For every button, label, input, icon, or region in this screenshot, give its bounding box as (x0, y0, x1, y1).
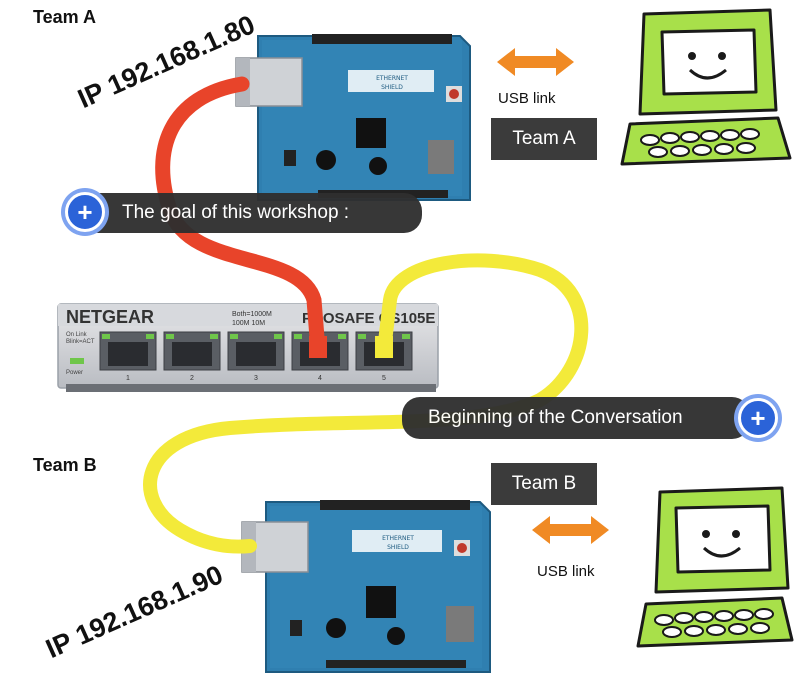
computer-icon (636, 486, 794, 648)
svg-text:ETHERNET: ETHERNET (376, 75, 408, 82)
svg-text:1: 1 (126, 375, 130, 382)
hotspot-goal[interactable]: The goal of this workshop : (80, 193, 422, 233)
svg-text:5: 5 (382, 375, 386, 382)
team-b-tag: Team B (491, 463, 597, 505)
double-arrow-icon (497, 48, 574, 76)
svg-text:100M 10M: 100M 10M (232, 320, 265, 327)
arduino-shield-b: ETHERNET SHIELD (241, 500, 491, 673)
svg-text:2: 2 (190, 375, 194, 382)
usb-link-label-b: USB link (537, 563, 595, 580)
svg-text:Blink=ACT: Blink=ACT (66, 339, 95, 345)
team-a-tag: Team A (491, 118, 597, 160)
svg-text:On Link: On Link (66, 332, 88, 338)
arduino-shield-a: ETHERNET SHIELD (235, 34, 471, 201)
svg-text:NETGEAR: NETGEAR (66, 307, 154, 327)
svg-text:SHIELD: SHIELD (381, 84, 403, 91)
hotspot-conversation-label: Beginning of the Conversation (428, 407, 683, 428)
svg-text:3: 3 (254, 375, 258, 382)
team-b-heading: Team B (33, 455, 97, 475)
double-arrow-icon (532, 516, 609, 544)
computer-icon (620, 8, 792, 166)
svg-text:PROSAFE GS105E: PROSAFE GS105E (302, 310, 435, 327)
hotspot-goal-label: The goal of this workshop : (122, 202, 350, 223)
svg-text:4: 4 (318, 375, 322, 382)
usb-link-label-a: USB link (498, 90, 556, 107)
plus-icon[interactable]: + (65, 192, 105, 232)
svg-text:Power: Power (66, 370, 83, 376)
team-a-heading: Team A (33, 7, 97, 27)
network-switch: NETGEAR Both=1000M 100M 10M PROSAFE GS10… (57, 303, 439, 392)
svg-text:Both=1000M: Both=1000M (232, 311, 272, 318)
plus-icon[interactable]: + (738, 398, 778, 438)
svg-text:ETHERNET: ETHERNET (382, 535, 414, 542)
svg-text:SHIELD: SHIELD (387, 544, 409, 551)
hotspot-conversation[interactable]: Beginning of the Conversation (402, 397, 750, 439)
